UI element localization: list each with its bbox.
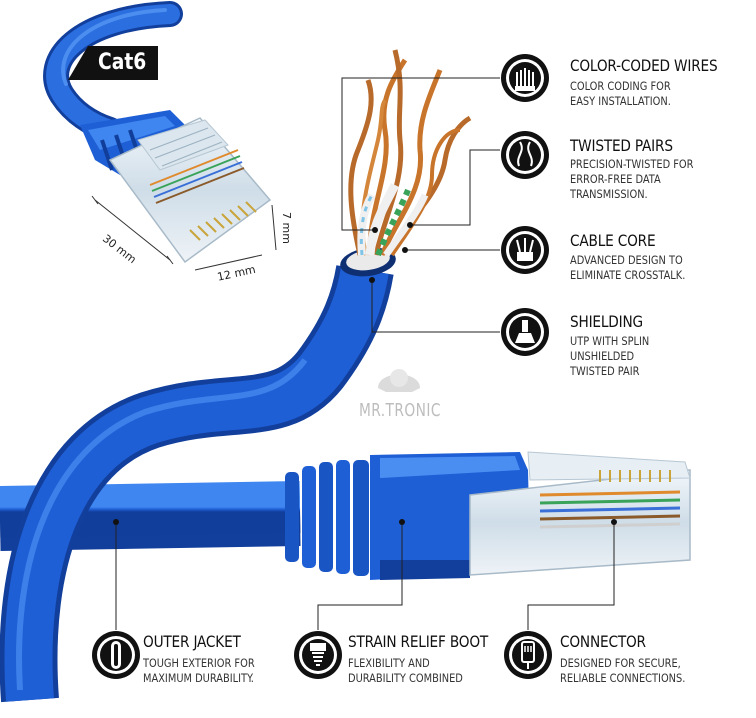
shield-brush-icon (501, 308, 549, 356)
boot-icon (294, 631, 342, 679)
feature-desc-twisted-pairs-1: PRECISION-TWISTED FOR (570, 157, 694, 171)
cat6-badge-label: Cat6 (98, 50, 147, 75)
feature-title-outer-jacket: OUTER JACKET (143, 632, 241, 651)
feature-desc-color-coded-wires-1: COLOR CODING FOR (570, 79, 671, 93)
twisted-pair-icon (501, 131, 549, 179)
connector-icon (504, 631, 552, 679)
watermark-logo (378, 369, 420, 392)
feature-desc-shielding-2: UNSHIELDED (570, 349, 635, 363)
main-cable (0, 247, 396, 703)
feature-title-color-coded-wires: COLOR-CODED WIRES (570, 56, 718, 75)
feature-desc-connector-1: DESIGNED FOR SECURE, (560, 656, 681, 670)
feature-desc-outer-jacket-2: MAXIMUM DURABILITY. (143, 671, 254, 685)
core-icon (501, 226, 549, 274)
feature-desc-strain-relief-boot-2: DURABILITY COMBINED (348, 671, 463, 685)
feature-desc-shielding-1: UTP WITH SPLIN (570, 334, 650, 348)
feature-desc-outer-jacket-1: TOUGH EXTERIOR FOR (143, 656, 255, 670)
watermark-text: MR.TRONIC (359, 400, 441, 421)
dimension-height: 7 mm (280, 212, 293, 244)
feature-desc-connector-2: RELIABLE CONNECTIONS. (560, 671, 686, 685)
callout-dots (113, 222, 617, 525)
feature-desc-strain-relief-boot-1: FLEXIBILITY AND (348, 656, 430, 670)
jacket-icon (92, 631, 140, 679)
feature-desc-twisted-pairs-3: TRANSMISSION. (570, 187, 648, 201)
feature-desc-cable-core-2: ELIMINATE CROSSTALK. (570, 268, 686, 282)
bottom-plug (285, 451, 691, 580)
exposed-wires (348, 49, 472, 257)
feature-desc-shielding-3: TWISTED PAIR (570, 364, 640, 378)
feature-title-connector: CONNECTOR (560, 632, 646, 651)
feature-desc-twisted-pairs-2: ERROR-FREE DATA (570, 172, 661, 186)
feature-title-cable-core: CABLE CORE (570, 231, 656, 250)
feature-desc-cable-core-1: ADVANCED DESIGN TO (570, 253, 683, 267)
feature-title-shielding: SHIELDING (570, 312, 643, 331)
feature-title-strain-relief-boot: STRAIN RELIEF BOOT (348, 632, 489, 651)
feature-title-twisted-pairs: TWISTED PAIRS (570, 136, 673, 155)
callout-lines (115, 77, 615, 630)
wires-icon (501, 54, 549, 102)
cat6-badge (68, 46, 158, 80)
top-plug (80, 110, 277, 271)
top-cable (43, 1, 183, 143)
feature-desc-color-coded-wires-2: EASY INSTALLATION. (570, 94, 671, 108)
